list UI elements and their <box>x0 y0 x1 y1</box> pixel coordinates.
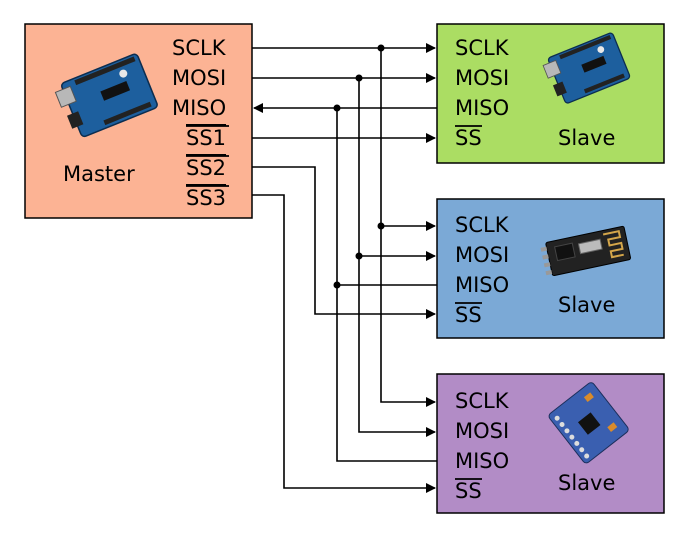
sensor-breakout-icon <box>548 382 629 464</box>
mosi-junction <box>355 252 363 260</box>
mosi-bus-wire <box>358 78 436 437</box>
master-pin-mosi: MOSI <box>172 66 226 90</box>
miso-junction <box>333 281 341 289</box>
slave-1-box <box>436 23 665 164</box>
arduino-board-icon <box>54 53 158 138</box>
miso-bus-wire <box>336 108 437 462</box>
slave-3-pin-ss: SS <box>455 479 482 503</box>
slave-2-box <box>436 198 665 339</box>
master-pin-miso: MISO <box>172 96 226 120</box>
rf-module-icon <box>540 225 631 277</box>
slave-2-pin-miso: MISO <box>455 273 509 297</box>
ss2-wire <box>252 166 436 319</box>
slave-1-pin-ss: SS <box>455 126 482 150</box>
sclk-junction <box>377 44 385 52</box>
slave-3-box <box>436 373 665 514</box>
ss3-wire <box>252 194 436 493</box>
slave-3-pin-mosi: MOSI <box>455 419 509 443</box>
slave-3-pin-miso: MISO <box>455 449 509 473</box>
arduino-board-icon <box>542 32 631 104</box>
slave-1-label: Slave <box>558 126 615 150</box>
slave-2-pin-ss: SS <box>455 303 482 327</box>
slave-1-pin-miso: MISO <box>455 96 509 120</box>
master-pin-ss3: SS3 <box>186 186 226 210</box>
sclk-junction <box>377 222 385 230</box>
master-label: Master <box>63 162 135 186</box>
mosi-junction <box>355 74 363 82</box>
sclk-bus-wire <box>380 48 436 407</box>
slave-2-label: Slave <box>558 293 615 317</box>
slave-2-pin-mosi: MOSI <box>455 243 509 267</box>
master-pin-ss2: SS2 <box>186 156 226 180</box>
master-pin-ss1: SS1 <box>186 126 226 150</box>
slave-3-label: Slave <box>558 471 615 495</box>
miso-junction <box>333 104 341 112</box>
master-pin-sclk: SCLK <box>172 36 227 60</box>
slave-1-pin-mosi: MOSI <box>455 66 509 90</box>
slave-2-pin-sclk: SCLK <box>455 213 510 237</box>
slave-3-pin-sclk: SCLK <box>455 389 510 413</box>
slave-1-pin-sclk: SCLK <box>455 36 510 60</box>
